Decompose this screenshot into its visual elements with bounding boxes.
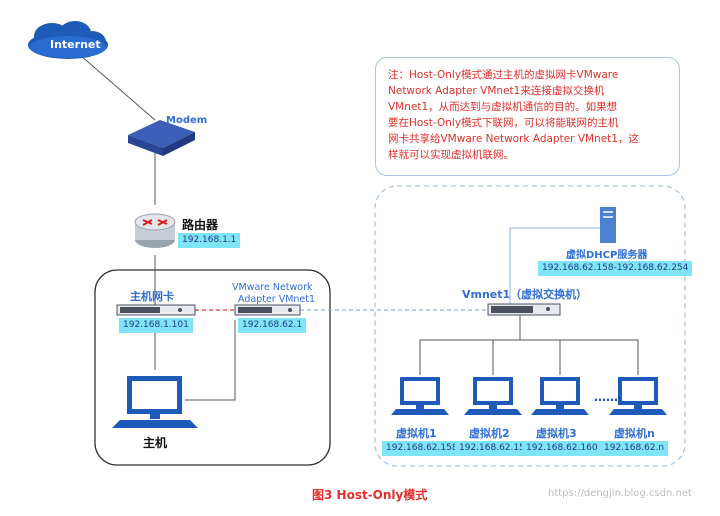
router-icon bbox=[134, 213, 176, 248]
router-label: 路由器 bbox=[182, 218, 219, 232]
internet-cloud-icon bbox=[28, 21, 108, 59]
dhcp-range: 192.168.62.158-192.168.62.254 bbox=[538, 261, 693, 276]
vm-computer-icon bbox=[391, 377, 449, 415]
dhcp-server-icon bbox=[600, 207, 616, 243]
note-line: 要在Host-Only模式下联网，可以将能联网的主机 bbox=[388, 117, 619, 129]
vm-links bbox=[419, 315, 639, 375]
note-line: 网卡共享给VMware Network Adapter VMnet1，这 bbox=[388, 133, 639, 145]
vmnet1-label: Vmnet1（虚拟交换机） bbox=[462, 288, 588, 301]
vmnet-adapter-label-2: Adapter VMnet1 bbox=[238, 294, 316, 305]
vm-computer-icon bbox=[464, 377, 522, 415]
vm-ip: 192.168.62.n bbox=[600, 441, 669, 456]
watermark: https://dengjin.blog.csdn.net bbox=[548, 488, 692, 499]
host-label: 主机 bbox=[143, 436, 168, 450]
router-ip: 192.168.1.1 bbox=[178, 233, 241, 248]
internet-label: Internet bbox=[50, 38, 101, 51]
host-nic-icon bbox=[116, 304, 196, 316]
note-line: VMnet1，从而达到与虚拟机通信的目的。如果想 bbox=[388, 101, 618, 113]
host-computer-icon bbox=[112, 376, 198, 428]
vm-label: 虚拟机n bbox=[614, 427, 655, 440]
vmnet-adapter-icon bbox=[234, 304, 301, 316]
vm-icons bbox=[391, 377, 667, 415]
host-nic-ip: 192.168.1.101 bbox=[119, 318, 193, 333]
vmnet-adapter-ip: 192.168.62.1 bbox=[238, 318, 307, 333]
vm-ellipsis: …… bbox=[594, 390, 618, 404]
virtual-network-region bbox=[374, 185, 686, 467]
vm-label: 虚拟机1 bbox=[396, 427, 437, 440]
vm-ip: 192.168.62.158 bbox=[382, 441, 462, 456]
vmnet1-switch-icon bbox=[487, 303, 561, 316]
modem-label: Modem bbox=[166, 115, 208, 126]
vm-label: 虚拟机3 bbox=[536, 427, 577, 440]
vm-label: 虚拟机2 bbox=[469, 427, 510, 440]
note-line: 注：Host-Only模式通过主机的虚拟网卡VMware bbox=[388, 69, 619, 81]
modem-icon bbox=[128, 120, 195, 156]
note-line: Network Adapter VMnet1来连接虚拟交换机 bbox=[388, 85, 605, 97]
vm-ip: 192.168.62.160 bbox=[522, 441, 602, 456]
host-box bbox=[94, 269, 331, 466]
dhcp-label: 虚拟DHCP服务器 bbox=[566, 250, 648, 261]
figure-caption: 图3 Host-Only模式 bbox=[312, 488, 428, 502]
vm-computer-icon bbox=[609, 377, 667, 415]
host-nic-label: 主机网卡 bbox=[130, 290, 174, 303]
vmnet1-to-dhcp-link bbox=[509, 227, 600, 305]
vm-computer-icon bbox=[531, 377, 589, 415]
vm-ip: 192.168.62.159 bbox=[455, 441, 535, 456]
vmnet-adapter-label-1: VMware Network bbox=[232, 282, 313, 293]
note-line: 样就可以实现虚拟机联网。 bbox=[388, 149, 514, 161]
